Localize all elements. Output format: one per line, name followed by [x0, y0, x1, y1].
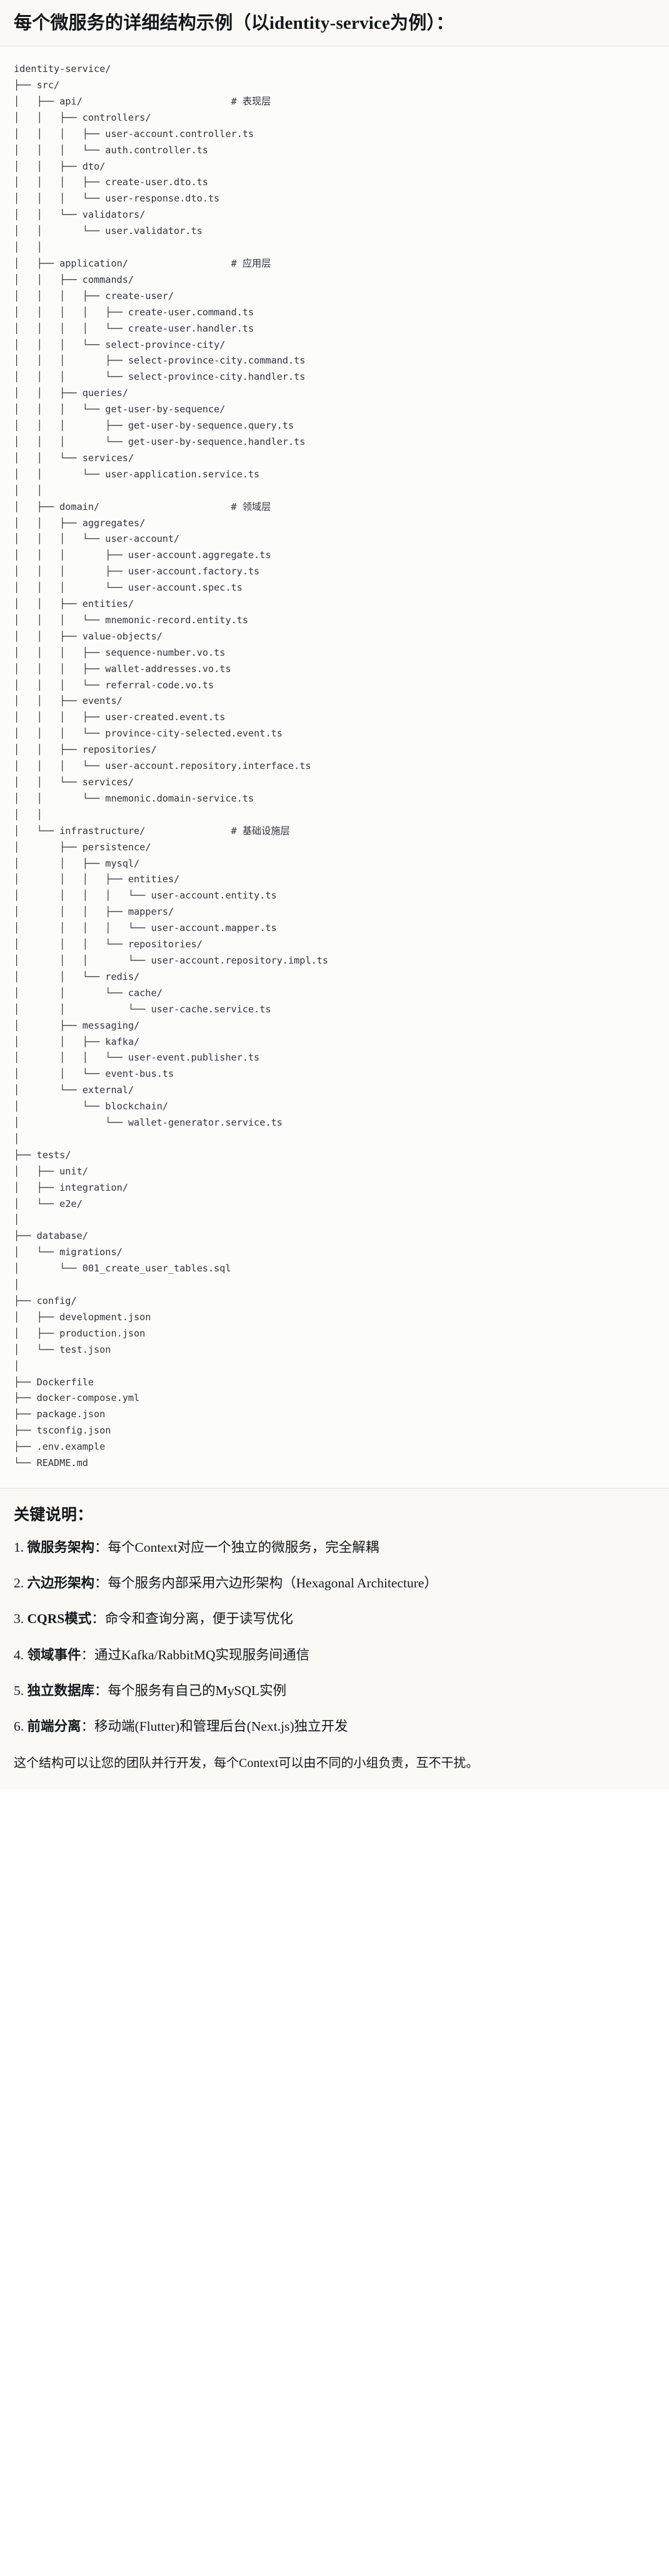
note-term: 微服务架构	[27, 1539, 95, 1555]
list-item: 前端分离：移动端(Flutter)和管理后台(Next.js)独立开发	[14, 1716, 655, 1736]
note-separator: ：	[94, 1539, 108, 1555]
note-term: 领域事件	[27, 1647, 81, 1662]
note-term: 独立数据库	[27, 1683, 95, 1698]
note-separator: ：	[94, 1576, 108, 1591]
closing-paragraph: 这个结构可以让您的团队并行开发，每个Context可以由不同的小组负责，互不干扰…	[14, 1756, 479, 1771]
note-body: 每个Context对应一个独立的微服务，完全解耦	[108, 1539, 380, 1555]
directory-tree-block: identity-service/ ├── src/ │ ├── api/ # …	[0, 46, 669, 1489]
note-separator: ：	[94, 1683, 108, 1698]
list-item: 领域事件：通过Kafka/RabbitMQ实现服务间通信	[14, 1645, 655, 1665]
note-term: 六边形架构	[27, 1576, 95, 1591]
document-page: 每个微服务的详细结构示例（以identity-service为例）： ident…	[0, 0, 669, 1789]
note-separator: ：	[81, 1719, 95, 1734]
directory-tree: identity-service/ ├── src/ │ ├── api/ # …	[14, 63, 328, 1469]
list-item: 微服务架构：每个Context对应一个独立的微服务，完全解耦	[14, 1537, 655, 1557]
list-item: CQRS模式：命令和查询分离，便于读写优化	[14, 1609, 655, 1629]
key-notes-title: 关键说明：	[14, 1506, 93, 1524]
key-notes-list: 微服务架构：每个Context对应一个独立的微服务，完全解耦 六边形架构：每个服…	[14, 1537, 655, 1737]
note-body: 每个服务有自己的MySQL实例	[108, 1683, 287, 1698]
note-term: 前端分离	[27, 1719, 81, 1734]
note-separator: ：	[81, 1647, 95, 1662]
note-body: 移动端(Flutter)和管理后台(Next.js)独立开发	[94, 1719, 348, 1734]
page-title: 每个微服务的详细结构示例（以identity-service为例）：	[0, 0, 669, 47]
key-notes-section: 关键说明： 微服务架构：每个Context对应一个独立的微服务，完全解耦 六边形…	[0, 1488, 669, 1790]
note-separator: ：	[91, 1611, 105, 1627]
note-body: 通过Kafka/RabbitMQ实现服务间通信	[94, 1647, 310, 1662]
list-item: 六边形架构：每个服务内部采用六边形架构（Hexagonal Architectu…	[14, 1573, 655, 1593]
note-term: CQRS模式	[27, 1611, 92, 1627]
list-item: 独立数据库：每个服务有自己的MySQL实例	[14, 1681, 655, 1701]
note-body: 命令和查询分离，便于读写优化	[104, 1611, 293, 1627]
note-body: 每个服务内部采用六边形架构（Hexagonal Architecture）	[108, 1576, 438, 1591]
